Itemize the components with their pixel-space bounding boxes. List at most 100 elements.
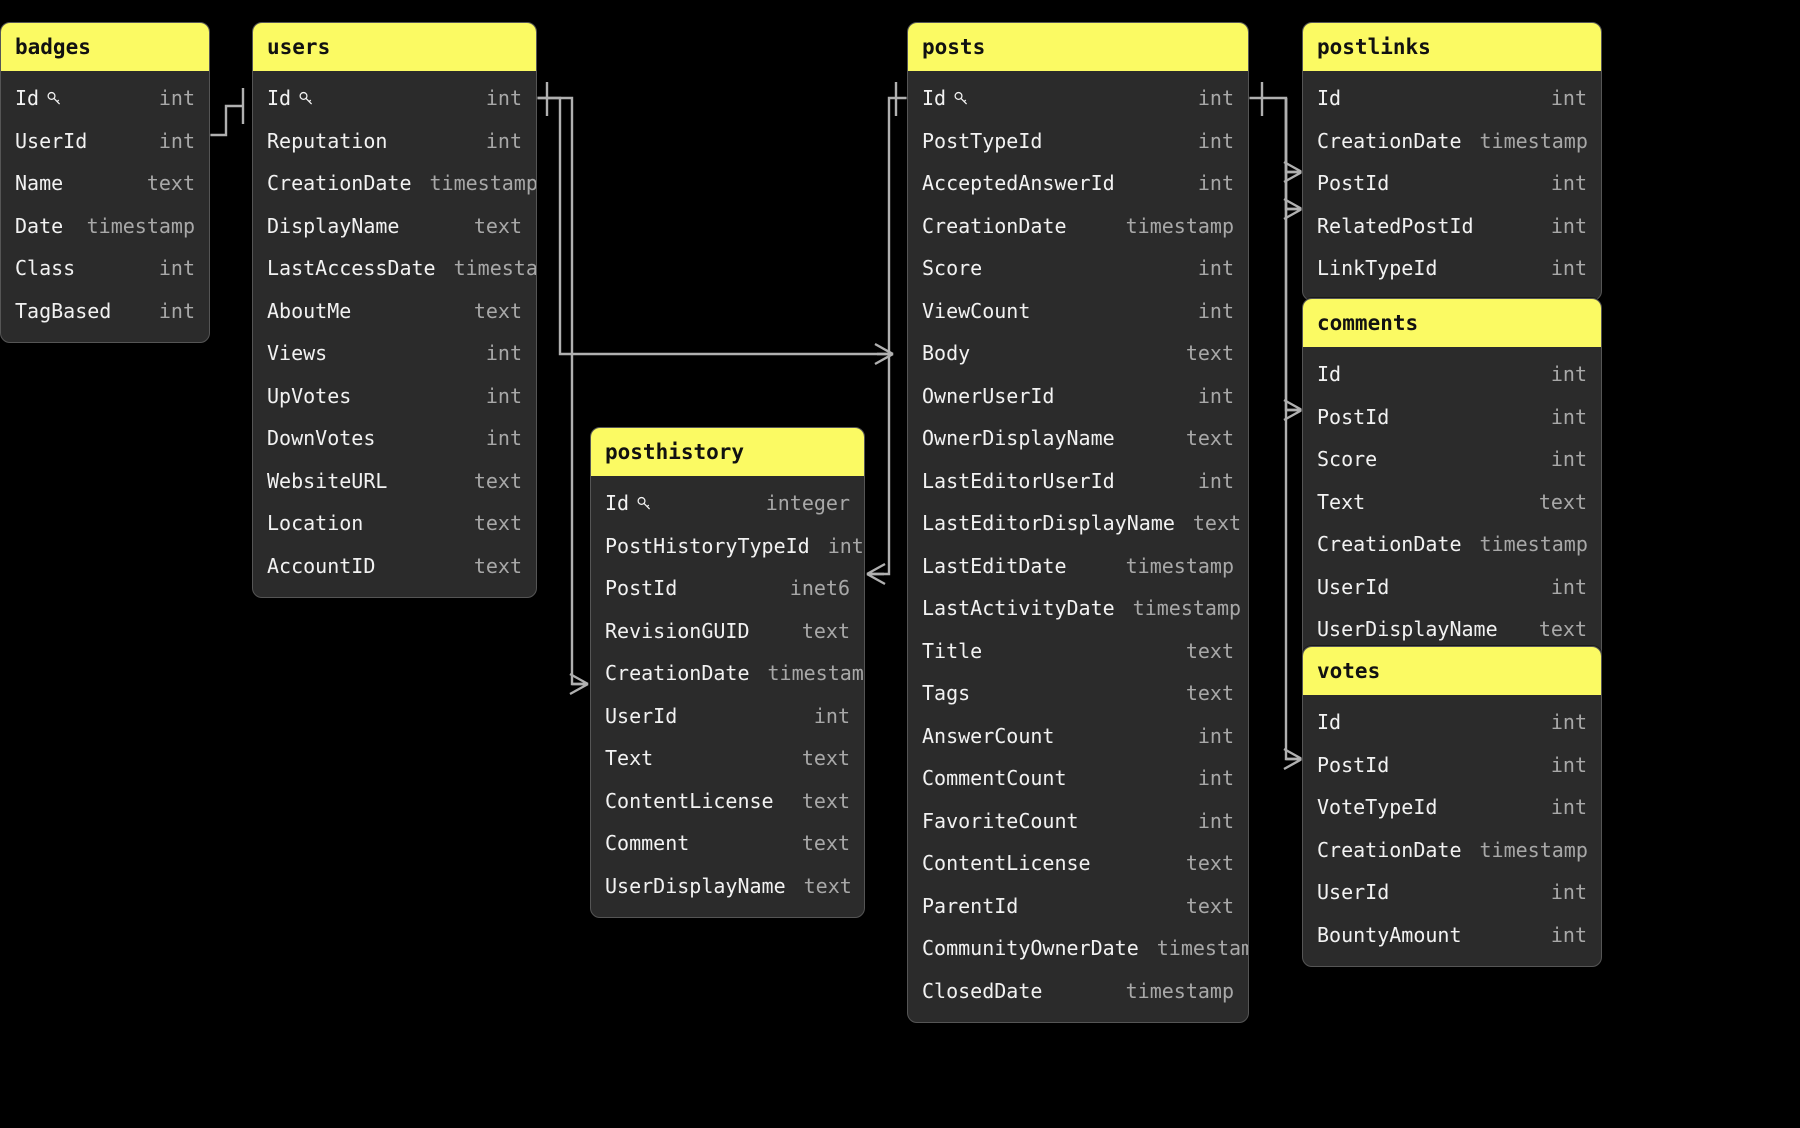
table-title[interactable]: posthistory [591,428,864,476]
column-name: OwnerDisplayName [922,426,1115,450]
column-name-label: CommentCount [922,766,1067,791]
table-title[interactable]: comments [1303,299,1601,347]
column-name-label: Id [267,86,292,111]
table-row[interactable]: OwnerDisplayName text [908,417,1248,460]
column-type: text [1185,426,1234,451]
column-name: ContentLicense [922,851,1091,875]
column-name-label: Views [267,341,328,366]
table-row[interactable]: LastAccessDatetimestamp [253,247,536,290]
table-title[interactable]: badges [1,23,209,71]
table-title[interactable]: users [253,23,536,71]
column-name: PostId [1317,753,1389,777]
column-name-label: CommunityOwnerDate [922,936,1139,961]
column-name-label: PostId [605,576,678,601]
column-name-label: Text [605,746,654,771]
link-posts-postlinks-related [1283,98,1303,221]
table-row[interactable]: CommunityOwnerDatetimestamp [908,927,1248,970]
column-name: CreationDate [922,214,1067,238]
table-title[interactable]: posts [908,23,1248,71]
column-type: timestamp [1479,837,1588,862]
column-type: timestamp [453,256,537,281]
column-type: text [1538,617,1587,642]
table-title[interactable]: postlinks [1303,23,1601,71]
table-title[interactable]: votes [1303,647,1601,695]
column-type: text [1192,511,1242,536]
column-name: Tags [922,681,970,705]
column-type: timestamp [767,661,865,686]
